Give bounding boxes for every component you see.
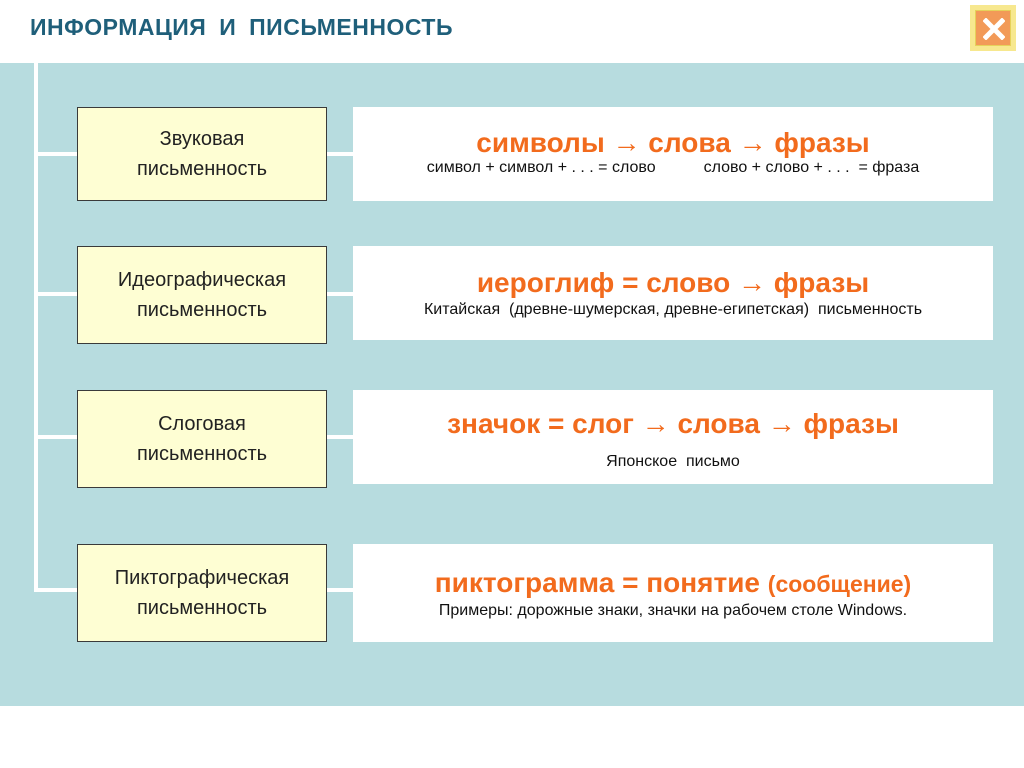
writing-description-box: иероглиф = слово → фразы Китайская (древ… xyxy=(353,246,993,340)
example-text: Китайская (древне-шумерская, древне-егип… xyxy=(423,301,923,318)
writing-description-box: значок = слог → слова → фразы Японское п… xyxy=(353,390,993,484)
example-text: слово + слово + . . . = фраза xyxy=(703,159,920,176)
tree-branch-line xyxy=(34,292,77,296)
label-line: письменность xyxy=(136,443,268,465)
tree-branch-line xyxy=(34,588,77,592)
tree-branch-line xyxy=(34,152,77,156)
writing-type-label: Звуковая письменность xyxy=(77,107,327,201)
formula-text: иероглиф = слово → фразы xyxy=(476,267,870,298)
label-line: Идеографическая xyxy=(117,269,287,291)
writing-type-label: Идеографическая письменность xyxy=(77,246,327,344)
tree-branch-line xyxy=(34,435,77,439)
formula-text: пиктограмма = понятие xyxy=(434,567,760,598)
formula-note: (сообщение) xyxy=(767,571,912,597)
writing-description-box: пиктограмма = понятие (сообщение) Пример… xyxy=(353,544,993,642)
connector-line xyxy=(327,588,353,592)
formula-examples: символ + символ + . . . = слово слово + … xyxy=(427,158,920,178)
example-text: Примеры: дорожные знаки, значки на рабоч… xyxy=(438,602,908,619)
connector-line xyxy=(327,152,353,156)
label-line: письменность xyxy=(136,299,268,321)
connector-line xyxy=(327,435,353,439)
tree-trunk-line xyxy=(34,63,38,592)
label-line: Слоговая xyxy=(158,413,246,435)
writing-description-box: символы → слова → фразы символ + символ … xyxy=(353,107,993,201)
formula-text: символы → слова → фразы xyxy=(476,127,870,158)
page-title: ИНФОРМАЦИЯ И ПИСЬМЕННОСТЬ xyxy=(30,14,454,40)
formula-text: значок = слог → слова → фразы xyxy=(447,408,899,439)
writing-type-label: Слоговая письменность xyxy=(77,390,327,488)
label-line: письменность xyxy=(136,597,268,619)
connector-line xyxy=(327,292,353,296)
label-line: Пиктографическая xyxy=(114,567,290,589)
label-line: Звуковая xyxy=(159,128,245,150)
writing-type-label: Пиктографическая письменность xyxy=(77,544,327,642)
label-line: письменность xyxy=(136,158,268,180)
close-icon xyxy=(983,18,1005,40)
example-text: символ + символ + . . . = слово xyxy=(426,159,656,176)
close-icon-frame xyxy=(975,10,1011,46)
formula-line: пиктограмма = понятие (сообщение) xyxy=(435,566,911,601)
example-text: Японское письмо xyxy=(606,453,740,470)
close-button[interactable] xyxy=(970,5,1016,51)
